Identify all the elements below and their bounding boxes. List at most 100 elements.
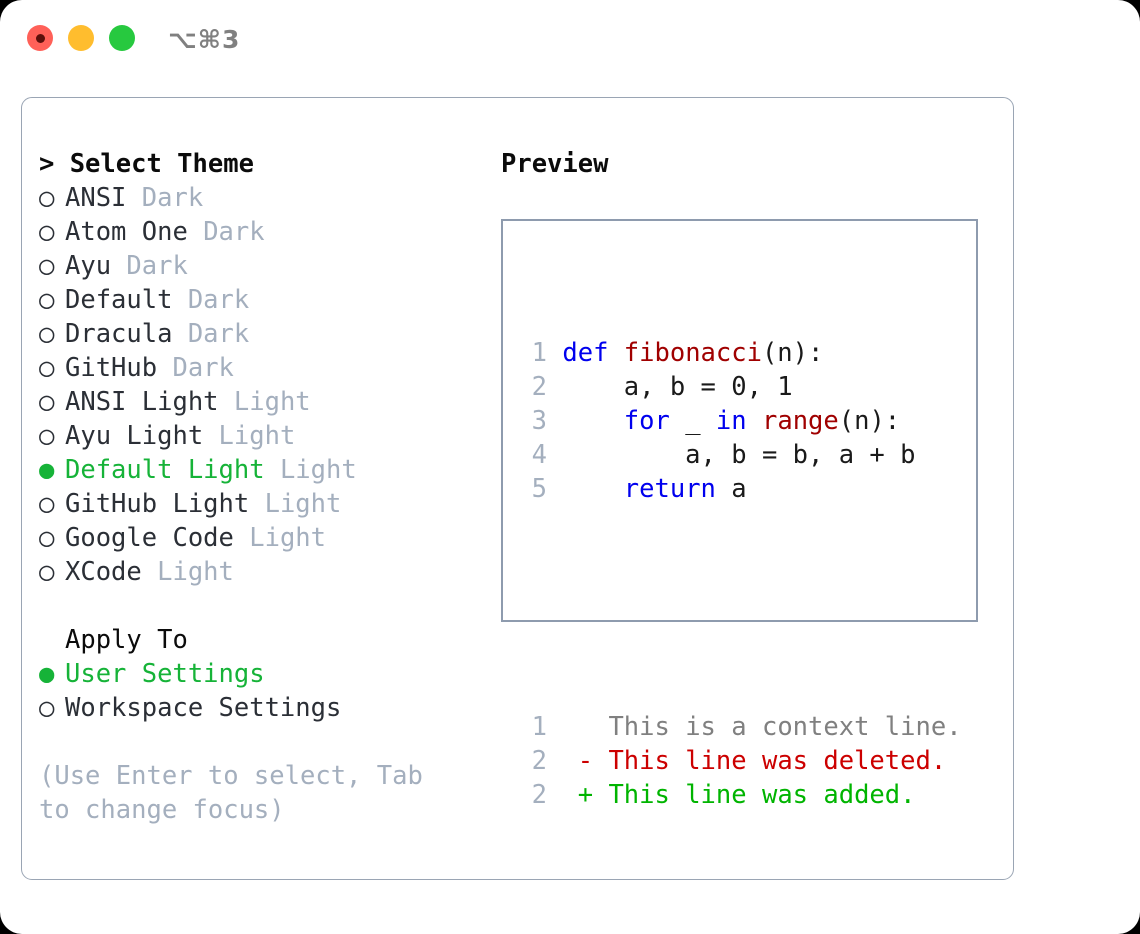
code-token: a [715, 474, 747, 504]
theme-option-tag: Light [218, 421, 296, 451]
minimize-button[interactable] [68, 25, 94, 51]
label-gap [172, 317, 187, 351]
diff-line-number: 2 [531, 780, 547, 810]
theme-option-dracula[interactable]: ○ Dracula Dark [39, 317, 489, 351]
theme-option-github[interactable]: ○GitHub Dark [39, 351, 489, 385]
marker-gap [593, 712, 608, 742]
theme-option-ansi-light[interactable]: ○ANSI Light Light [39, 385, 489, 419]
code-token: _ [669, 406, 716, 436]
code-token: return [623, 474, 716, 504]
apply-to-list: ●User Settings○Workspace Settings [39, 657, 489, 725]
label-gap [157, 351, 172, 385]
diff-lines: 1 This is a context line. 2 - This line w… [521, 710, 962, 812]
radio-unselected-icon: ○ [39, 693, 55, 723]
gutter-gap [547, 712, 578, 742]
gutter-gap [547, 338, 562, 368]
diff-line-number: 1 [531, 712, 547, 742]
gutter-gap [547, 746, 578, 776]
code-token: in [715, 406, 747, 436]
code-line: 4 a, b = b, a + b [521, 438, 962, 472]
code-line: 5 return a [521, 472, 962, 506]
theme-option-label: GitHub Light [65, 489, 250, 519]
label-gap [265, 453, 280, 487]
line-number: 3 [531, 406, 547, 436]
theme-option-tag: Light [249, 523, 327, 553]
theme-option-ayu-light[interactable]: ○Ayu Light Light [39, 419, 489, 453]
code-token: range [761, 406, 839, 436]
radio-unselected-icon: ○ [39, 183, 55, 213]
radio-unselected-icon: ○ [39, 387, 55, 417]
radio-unselected-icon: ○ [39, 421, 55, 451]
theme-option-ansi[interactable]: ○ ANSI Dark [39, 181, 489, 215]
apply-to-option-user-settings[interactable]: ●User Settings [39, 657, 489, 691]
theme-option-tag: Light [157, 557, 234, 587]
code-token: a, b = 0, 1 [562, 372, 793, 402]
list-spacer [39, 589, 489, 623]
theme-option-xcode[interactable]: ○XCode Light [39, 555, 489, 589]
label-gap [126, 181, 141, 215]
theme-option-default-light[interactable]: ● Default Light Light [39, 453, 489, 487]
gutter-gap [547, 780, 578, 810]
line-number: 5 [531, 474, 547, 504]
gutter-gap [547, 474, 562, 504]
code-token: a, b = b, a + b [562, 440, 916, 470]
theme-option-github-light[interactable]: ○GitHub Light Light [39, 487, 489, 521]
code-line: 1 def fibonacci(n): [521, 336, 962, 370]
label-gap [249, 487, 264, 521]
theme-option-label: Atom One [65, 217, 188, 247]
line-number: 4 [531, 440, 547, 470]
label-gap [142, 555, 157, 589]
marker-gap [593, 780, 608, 810]
theme-option-label: Default Light [65, 455, 265, 485]
code-token: (n): [838, 406, 901, 436]
theme-option-label: Dracula [65, 319, 173, 349]
theme-option-tag: Dark [141, 183, 204, 213]
theme-option-default[interactable]: ○Default Dark [39, 283, 489, 317]
traffic-light-group [27, 25, 135, 51]
theme-option-atom-one[interactable]: ○Atom One Dark [39, 215, 489, 249]
code-token: (n): [761, 338, 824, 368]
theme-option-label: ANSI [65, 183, 127, 213]
apply-to-option-label: User Settings [65, 659, 265, 689]
code-token: fibonacci [623, 338, 762, 368]
theme-option-label: Default [65, 285, 173, 315]
zoom-button[interactable] [109, 25, 135, 51]
theme-option-tag: Dark [172, 353, 234, 383]
diff-line-context: 1 This is a context line. [521, 710, 962, 744]
theme-option-label: XCode [65, 557, 142, 587]
radio-selected-icon: ● [39, 455, 55, 485]
code-blank-line [521, 574, 962, 608]
keyboard-hint-text: (Use Enter to select, Tab to change focu… [39, 761, 423, 825]
label-gap [219, 385, 234, 419]
radio-unselected-icon: ○ [39, 319, 55, 349]
theme-option-tag: Dark [187, 319, 250, 349]
gutter-gap [547, 440, 562, 470]
diff-marker: - [577, 746, 594, 776]
theme-list: ○ANSI Dark○Atom One Dark○Ayu Dark○Defaul… [39, 181, 489, 589]
theme-option-google-code[interactable]: ○Google Code Light [39, 521, 489, 555]
diff-text: This line was added. [608, 780, 916, 810]
theme-option-tag: Light [279, 455, 357, 485]
code-line: 3 for _ in range(n): [521, 404, 962, 438]
preview-title: Preview [501, 149, 609, 179]
marker-gap [593, 746, 608, 776]
gutter-gap [547, 372, 562, 402]
code-token: for [623, 406, 670, 436]
theme-option-tag: Light [233, 387, 311, 417]
radio-unselected-icon: ○ [39, 523, 55, 553]
label-gap [111, 249, 126, 283]
diff-marker: + [577, 780, 594, 810]
diff-text: This line was deleted. [608, 746, 947, 776]
apply-to-option-workspace-settings[interactable]: ○Workspace Settings [39, 691, 489, 725]
gutter-gap [547, 406, 562, 436]
theme-option-ayu[interactable]: ○Ayu Dark [39, 249, 489, 283]
theme-option-tag: Dark [187, 285, 250, 315]
close-button[interactable] [27, 25, 53, 51]
label-gap [234, 521, 249, 555]
code-token: def [562, 338, 624, 368]
diff-text: This is a context line. [608, 712, 962, 742]
diff-marker [578, 712, 593, 742]
